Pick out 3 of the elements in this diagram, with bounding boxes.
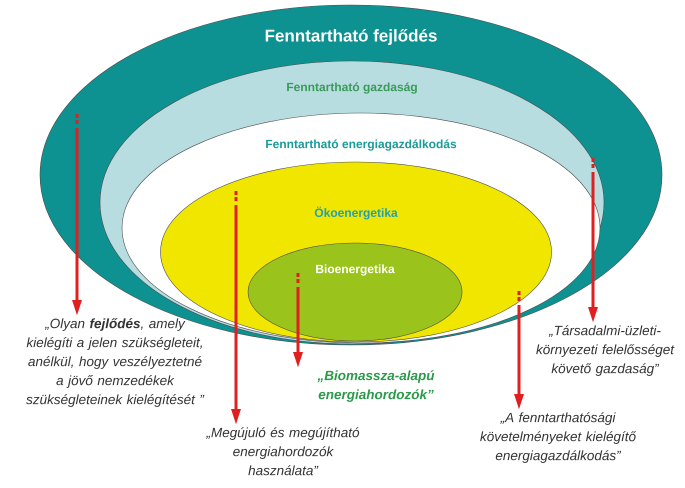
quote-text: „Megújuló és megújítható energiahordozók használata” bbox=[206, 427, 360, 476]
quote-text: „A fenntarthatósági követelményeket kielégítő energiagazdálkodás” bbox=[480, 412, 636, 463]
quote-text: „Biomassza-alapú energiahordozók” bbox=[317, 370, 434, 402]
